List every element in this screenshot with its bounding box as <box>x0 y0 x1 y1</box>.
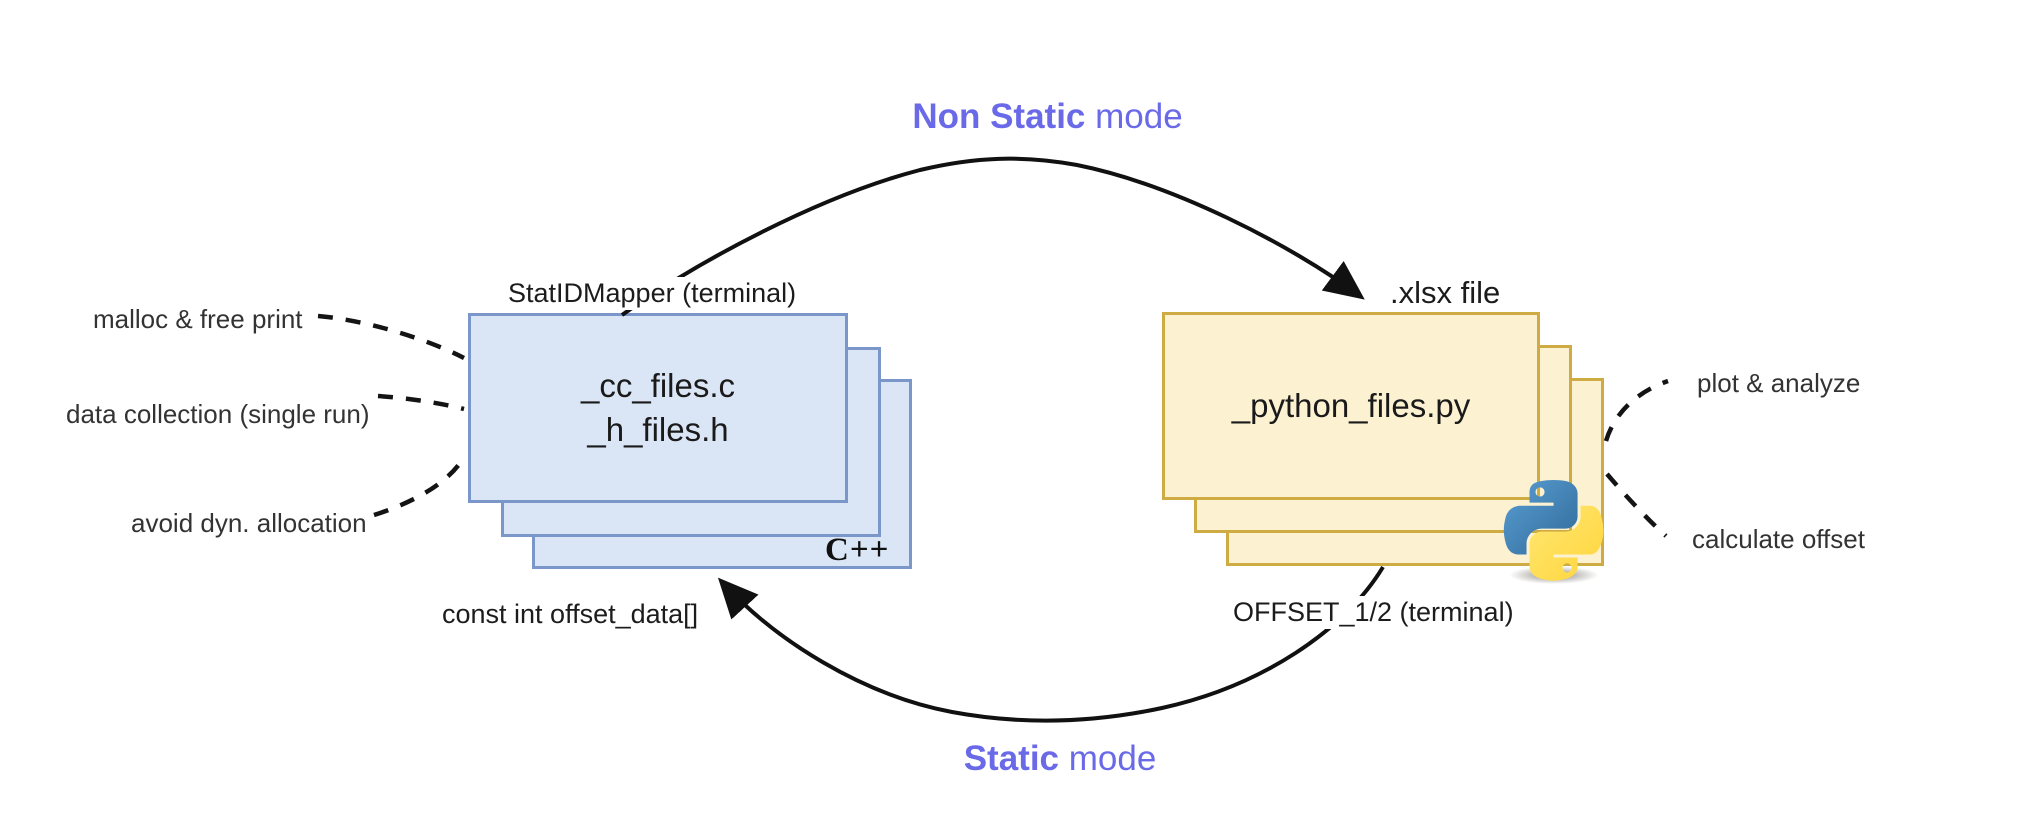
const-int-offset-data-caption: const int offset_data[] <box>442 599 699 629</box>
connector-calculate-offset <box>1605 472 1668 538</box>
cpp-corner-label: C++ <box>825 532 890 568</box>
note-avoid-dyn-allocation: avoid dyn. allocation <box>131 508 367 538</box>
note-malloc-free-print: malloc & free print <box>93 304 303 334</box>
non-static-mode-label-bold: Non Static <box>912 97 1086 136</box>
non-static-mode-label: Non Static mode <box>880 97 1215 137</box>
cc-file-card-front <box>468 313 848 503</box>
py-file-line1: _python_files.py <box>1231 387 1471 425</box>
static-mode-label-rest: mode <box>1059 739 1157 778</box>
static-mode-label-bold: Static <box>963 739 1060 778</box>
statidmapper-caption: StatIDMapper (terminal) <box>503 277 802 310</box>
connector-malloc-free-print <box>317 313 466 361</box>
connector-data-collection <box>377 393 465 412</box>
python-logo-icon <box>1503 480 1604 584</box>
note-data-collection: data collection (single run) <box>66 399 370 429</box>
cc-file-names: _cc_files.c _h_files.h <box>468 313 848 503</box>
non-static-mode-label-rest: mode <box>1085 97 1183 136</box>
cc-file-line1: _cc_files.c <box>580 367 736 405</box>
connector-plot-analyze <box>1603 378 1669 442</box>
py-file-names: _python_files.py <box>1162 312 1540 500</box>
connector-avoid-dyn-allocation <box>373 453 467 518</box>
note-plot-analyze: plot & analyze <box>1697 368 1861 398</box>
static-mode-label: Static mode <box>910 739 1210 779</box>
xlsx-file-caption: .xlsx file <box>1390 275 1501 310</box>
offset-terminal-caption: OFFSET_1/2 (terminal) <box>1228 596 1519 629</box>
static-mode-arrow <box>717 565 1385 723</box>
cc-file-line2: _h_files.h <box>587 411 729 448</box>
note-calculate-offset: calculate offset <box>1692 524 1865 554</box>
